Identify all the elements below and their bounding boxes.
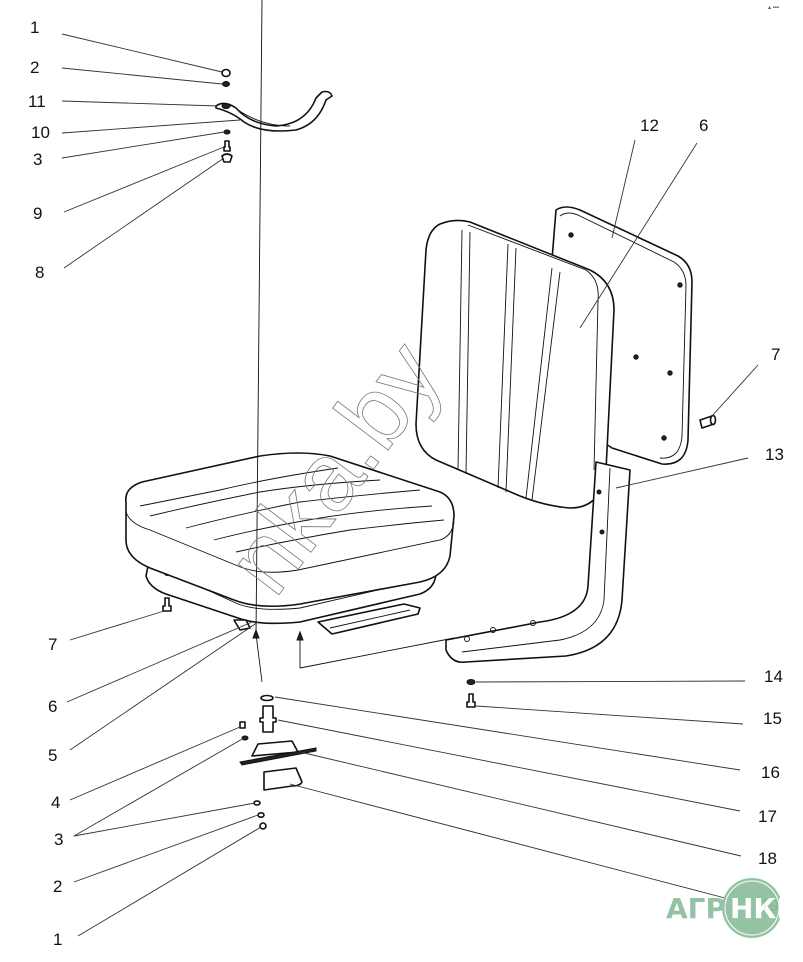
callout-3: 3 — [54, 830, 63, 849]
callout-6: 6 — [699, 116, 708, 135]
corner-mark: ▴ ▪▪▪ — [768, 5, 780, 11]
callout-15: 15 — [763, 709, 782, 728]
washer-part — [222, 81, 230, 87]
callout-11: 11 — [28, 92, 46, 111]
bolt-part — [223, 140, 231, 152]
plug-part — [221, 153, 233, 163]
mount-group: 7 6 5 4 3 2 1 14 15 16 17 18 19 — [48, 610, 783, 949]
backrest-bracket-part — [445, 461, 631, 664]
logo-text-right: НКК — [730, 892, 799, 925]
callout-17: 17 — [758, 807, 777, 826]
strap-clamp-part — [215, 90, 333, 132]
callout-7: 7 — [771, 345, 780, 364]
callout-5: 5 — [48, 746, 57, 765]
washer-part — [466, 679, 476, 685]
callout-10: 10 — [31, 123, 50, 142]
callout-13: 13 — [765, 445, 784, 464]
callout-8: 8 — [35, 263, 44, 282]
washer-part — [241, 735, 249, 741]
clamp-group: 1 2 11 10 3 9 8 — [28, 18, 333, 282]
callout-2: 2 — [53, 877, 62, 896]
screw-part — [239, 721, 246, 729]
nut-part — [259, 822, 267, 830]
washer-part — [257, 811, 265, 818]
callout-6: 6 — [48, 697, 57, 716]
callout-9: 9 — [33, 204, 42, 223]
cap-nut-part — [221, 68, 231, 78]
pin-part — [259, 705, 277, 733]
agro-logo: АГРО НКК — [666, 878, 799, 938]
washer-part — [223, 129, 231, 135]
bolt-part — [162, 597, 172, 612]
bolt-part — [466, 693, 476, 708]
backrest-group: 12 6 7 13 — [415, 116, 784, 664]
backrest-cushion-part — [415, 219, 615, 509]
callout-16: 16 — [761, 763, 780, 782]
callout-4: 4 — [51, 793, 60, 812]
seat-group — [125, 0, 455, 683]
callout-18: 18 — [758, 849, 777, 868]
callout-14: 14 — [764, 667, 783, 686]
ring-part — [260, 694, 274, 702]
callout-7: 7 — [48, 635, 57, 654]
seat-cushion-part — [125, 452, 455, 608]
callout-3: 3 — [33, 150, 42, 169]
callout-2: 2 — [30, 58, 39, 77]
pad-part — [263, 767, 303, 791]
callout-1: 1 — [53, 930, 62, 949]
logo-text-left: АГРО — [666, 892, 750, 925]
callout-12: 12 — [640, 116, 659, 135]
callout-1: 1 — [30, 18, 39, 37]
